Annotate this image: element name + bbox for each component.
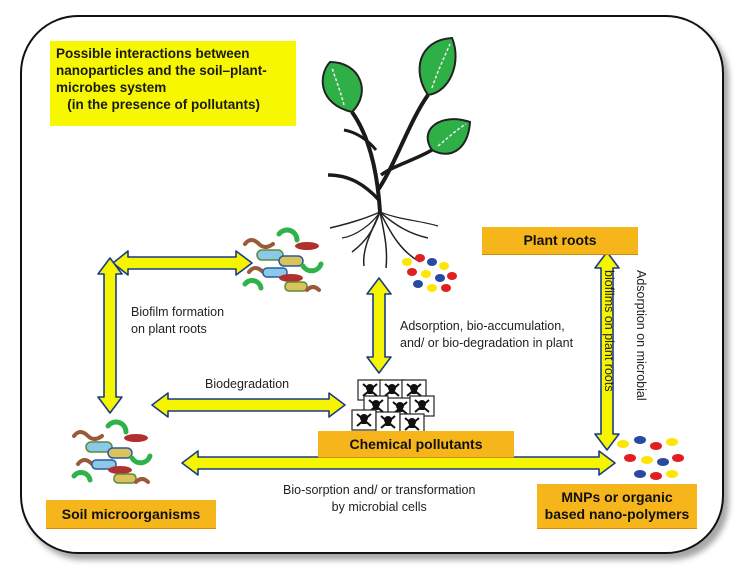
nanoparticles-roots [402, 254, 457, 292]
node-chemical-pollutants-label: Chemical pollutants [349, 435, 483, 452]
arrow-biodegradation [151, 392, 346, 418]
arrow-biofilm-vertical [97, 257, 123, 414]
label-line: and/ or bio-degradation in plant [400, 336, 574, 350]
label-line: Adsorption on microbial [634, 270, 648, 401]
node-chemical-pollutants: Chemical pollutants [318, 431, 514, 458]
diagram-title: Possible interactions between nanopartic… [50, 41, 296, 126]
node-plant-roots: Plant roots [482, 227, 638, 255]
node-soil-microorganisms-label: Soil microorganisms [61, 505, 201, 522]
label-line: Biodegradation [205, 377, 290, 391]
arrow-biofilm-horizontal [112, 250, 253, 276]
bacteria-roots-icon [245, 230, 321, 291]
title-line: nanoparticles and the soil–plant- [56, 63, 267, 78]
node-mnps-label-line: MNPs or organic [561, 489, 673, 505]
title-line: microbes system [56, 80, 167, 95]
node-mnps: MNPs or organic based nano-polymers [537, 484, 697, 529]
title-line: (in the presence of pollutants) [56, 97, 261, 112]
label-line: on plant roots [131, 322, 207, 336]
label-biofilm: Biofilm formation on plant roots [131, 304, 224, 338]
label-line: Adsorption, bio-accumulation, [400, 319, 565, 333]
bacteria-soil-icon [74, 422, 150, 483]
label-line: Bio-sorption and/ or transformation [283, 483, 476, 497]
label-line: by microbial cells [331, 500, 427, 514]
label-biosorption: Bio-sorption and/ or transformation by m… [283, 482, 475, 516]
label-line: Biofilm formation [131, 305, 225, 319]
label-line: biofilms on plant roots [602, 270, 616, 392]
label-adsorption-plant: Adsorption, bio-accumulation, and/ or bi… [400, 318, 573, 352]
node-soil-microorganisms: Soil microorganisms [46, 500, 216, 529]
arrow-adsorption-plant [366, 277, 392, 374]
label-biodegradation: Biodegradation [205, 376, 289, 393]
plant-illustration [321, 36, 472, 269]
node-plant-roots-label: Plant roots [523, 232, 597, 248]
skull-pollutants-icon [351, 379, 435, 435]
label-adsorption-microbial: Adsorption on microbial biofilms on plan… [585, 270, 665, 480]
node-mnps-label-line: based nano-polymers [544, 506, 690, 522]
nanoparticles-mnps [617, 436, 684, 480]
arrow-adsorption-microbial [594, 251, 620, 451]
title-line: Possible interactions between [56, 46, 250, 61]
